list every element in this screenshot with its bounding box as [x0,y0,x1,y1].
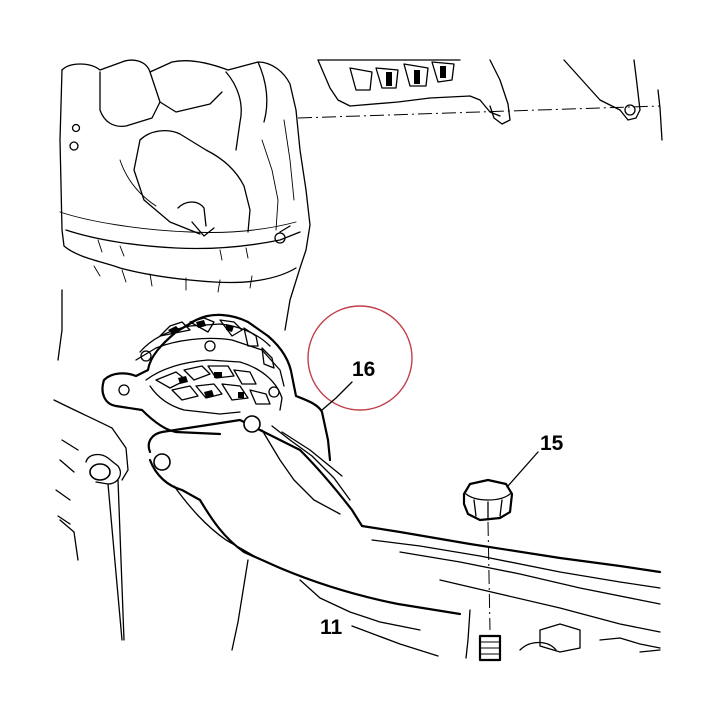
frame-left-side [53,289,249,651]
callout-11: 11 [320,616,439,657]
part-15-cap-nut [462,478,514,662]
callout-11-label: 11 [320,616,343,639]
engine-housing [59,59,311,331]
callout-16-leader [321,381,353,411]
callout-15-leader [507,451,539,487]
upper-bracket [297,59,663,141]
part-11-frame-arm [147,415,662,659]
callout-16-highlight-circle [307,305,413,411]
callout-15: 15 [507,432,564,487]
callout-16-label: 16 [352,358,375,381]
part-16-gasket [101,313,332,462]
callout-16: 16 [307,305,413,411]
callout-11-leader [351,625,439,657]
callout-15-label: 15 [540,432,564,455]
